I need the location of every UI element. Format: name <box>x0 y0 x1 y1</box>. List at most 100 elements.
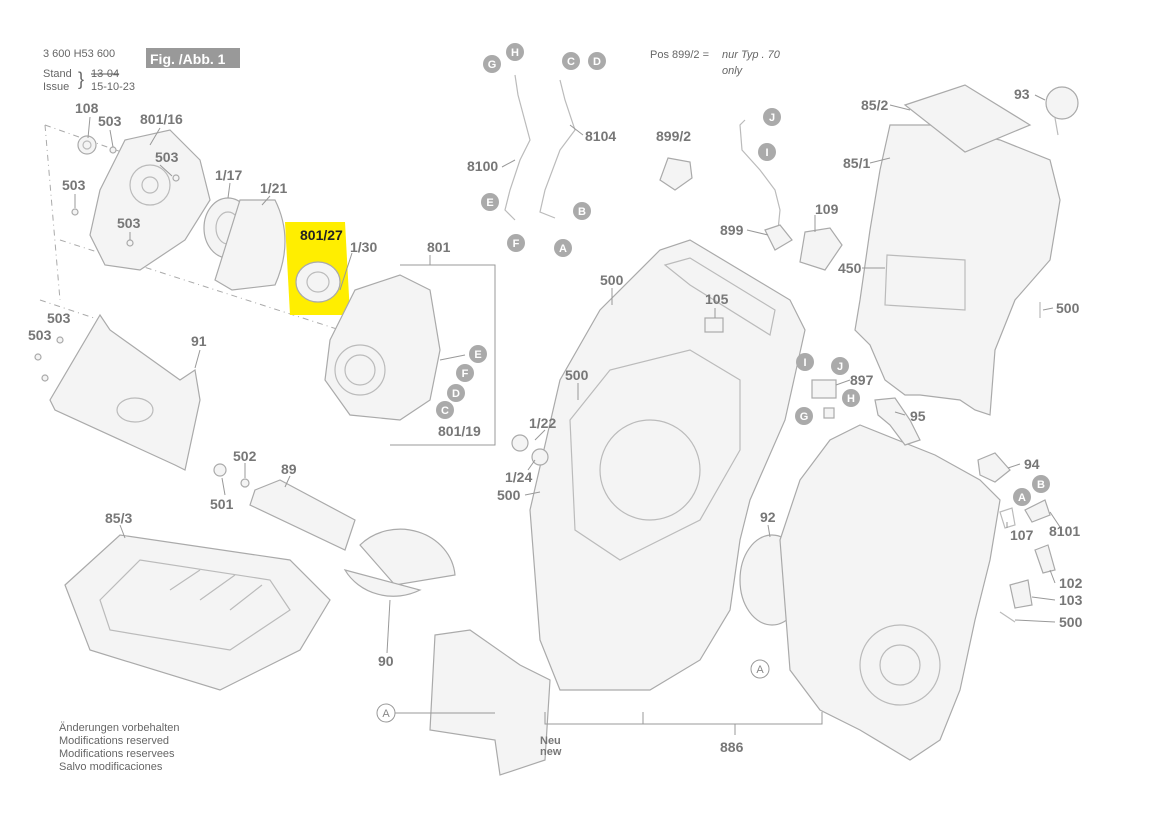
part-899-2 <box>659 157 693 191</box>
label-500-b: 500 <box>565 367 589 383</box>
ref-marker-g1: G <box>483 55 501 73</box>
part-102 <box>1034 544 1056 574</box>
figure-label: Fig. /Abb. 1 <box>150 51 226 67</box>
part-1-22 <box>511 434 529 452</box>
label-103: 103 <box>1059 592 1083 608</box>
ref-marker-j1: J <box>763 108 781 126</box>
label-102: 102 <box>1059 575 1083 591</box>
footer-line-en: Modifications reserved <box>59 735 169 747</box>
group-bracket-801 <box>390 264 496 446</box>
footer-line-de: Änderungen vorbehalten <box>59 722 179 734</box>
svg-text:J: J <box>769 112 775 124</box>
label-501: 501 <box>210 496 234 512</box>
ref-marker-a1: A <box>554 239 572 257</box>
linkage-rods <box>504 74 693 221</box>
motor-bearing-seat <box>129 164 171 206</box>
label-503-f: 503 <box>28 327 52 343</box>
spring-107 <box>999 507 1016 529</box>
svg-text:B: B <box>1037 479 1045 491</box>
label-8104: 8104 <box>585 128 616 144</box>
label-503-b: 503 <box>155 149 179 165</box>
plate-89 <box>249 479 356 551</box>
ref-marker-i1: I <box>758 143 776 161</box>
svg-text:I: I <box>765 147 768 159</box>
label-new: new <box>540 746 562 758</box>
svg-text:D: D <box>452 388 460 400</box>
part-95 <box>874 397 921 446</box>
svg-text:A: A <box>382 708 390 720</box>
label-107: 107 <box>1010 527 1034 543</box>
part-103 <box>1009 579 1033 609</box>
rod-8100 <box>504 74 531 221</box>
hopper-neu <box>429 629 551 776</box>
label-109: 109 <box>815 201 839 217</box>
ref-marker-b1: B <box>573 202 591 220</box>
ref-marker-h2: H <box>842 389 860 407</box>
svg-text:A: A <box>1018 492 1026 504</box>
panel-450 <box>884 254 966 311</box>
ref-marker-d2: D <box>447 384 465 402</box>
part-94 <box>977 452 1011 483</box>
disc-90-upper <box>359 528 456 586</box>
label-502: 502 <box>233 448 257 464</box>
footer-line-fr: Modifications reservees <box>59 748 175 760</box>
footer-disclaimer: Änderungen vorbehalten Modifications res… <box>59 722 179 773</box>
label-503-c: 503 <box>62 177 86 193</box>
label-95: 95 <box>910 408 926 424</box>
label-886: 886 <box>720 739 744 755</box>
ref-marker-e2: E <box>469 345 487 363</box>
label-8101: 8101 <box>1049 523 1080 539</box>
svg-text:A: A <box>756 664 764 676</box>
rod-8104 <box>539 79 576 219</box>
center-housing <box>429 239 823 776</box>
knob-93 <box>1045 86 1079 120</box>
svg-text:B: B <box>578 206 586 218</box>
label-503-e: 503 <box>47 310 71 326</box>
tray-85-3 <box>64 534 331 691</box>
figure-label-box <box>146 48 240 68</box>
label-108: 108 <box>75 100 99 116</box>
brace-glyph: } <box>78 69 84 89</box>
ref-marker-f1: F <box>507 234 525 252</box>
lid-85-2 <box>903 84 1032 153</box>
issue-label: Issue <box>43 81 69 93</box>
upper-housing <box>854 84 1079 416</box>
stand-value: 13-04 <box>91 68 119 80</box>
ref-marker-a4: A <box>376 703 396 723</box>
label-899-2: 899/2 <box>656 128 691 144</box>
svg-text:A: A <box>559 243 567 255</box>
bearing-108 <box>77 135 97 155</box>
housing-right <box>779 424 1001 761</box>
lower-housing <box>779 379 1056 761</box>
nut-502 <box>240 478 250 488</box>
label-neu: Neu <box>540 735 561 747</box>
switch-899 <box>739 119 843 271</box>
type-note: Pos 899/2 = nur Typ . 70 only <box>650 49 781 77</box>
svg-text:J: J <box>837 361 843 373</box>
stand-label: Stand <box>43 68 72 80</box>
part-8101 <box>1024 499 1051 523</box>
ref-marker-a3: A <box>750 659 770 679</box>
label-1-21: 1/21 <box>260 180 287 196</box>
lower-left-parts <box>49 313 456 691</box>
label-85-2: 85/2 <box>861 97 888 113</box>
ref-marker-c2: C <box>436 401 454 419</box>
ref-marker-c1: C <box>562 52 580 70</box>
part-109 <box>799 227 843 271</box>
label-899: 899 <box>720 222 744 238</box>
ref-marker-j2: J <box>831 357 849 375</box>
label-85-1: 85/1 <box>843 155 870 171</box>
fan-wheel <box>334 344 386 396</box>
cable-899 <box>739 119 781 231</box>
label-500-c: 500 <box>497 487 521 503</box>
note-type: nur Typ . 70 <box>722 49 781 61</box>
svg-text:E: E <box>486 197 493 209</box>
label-503-d: 503 <box>117 215 141 231</box>
ref-marker-f2: F <box>456 364 474 382</box>
part-897 <box>811 379 837 399</box>
disc-90-lower <box>343 569 422 597</box>
doc-number: 3 600 H53 600 <box>43 48 115 60</box>
label-500-e: 500 <box>1059 614 1083 630</box>
group-bracket-886 <box>544 712 823 725</box>
ref-marker-i2: I <box>796 353 814 371</box>
